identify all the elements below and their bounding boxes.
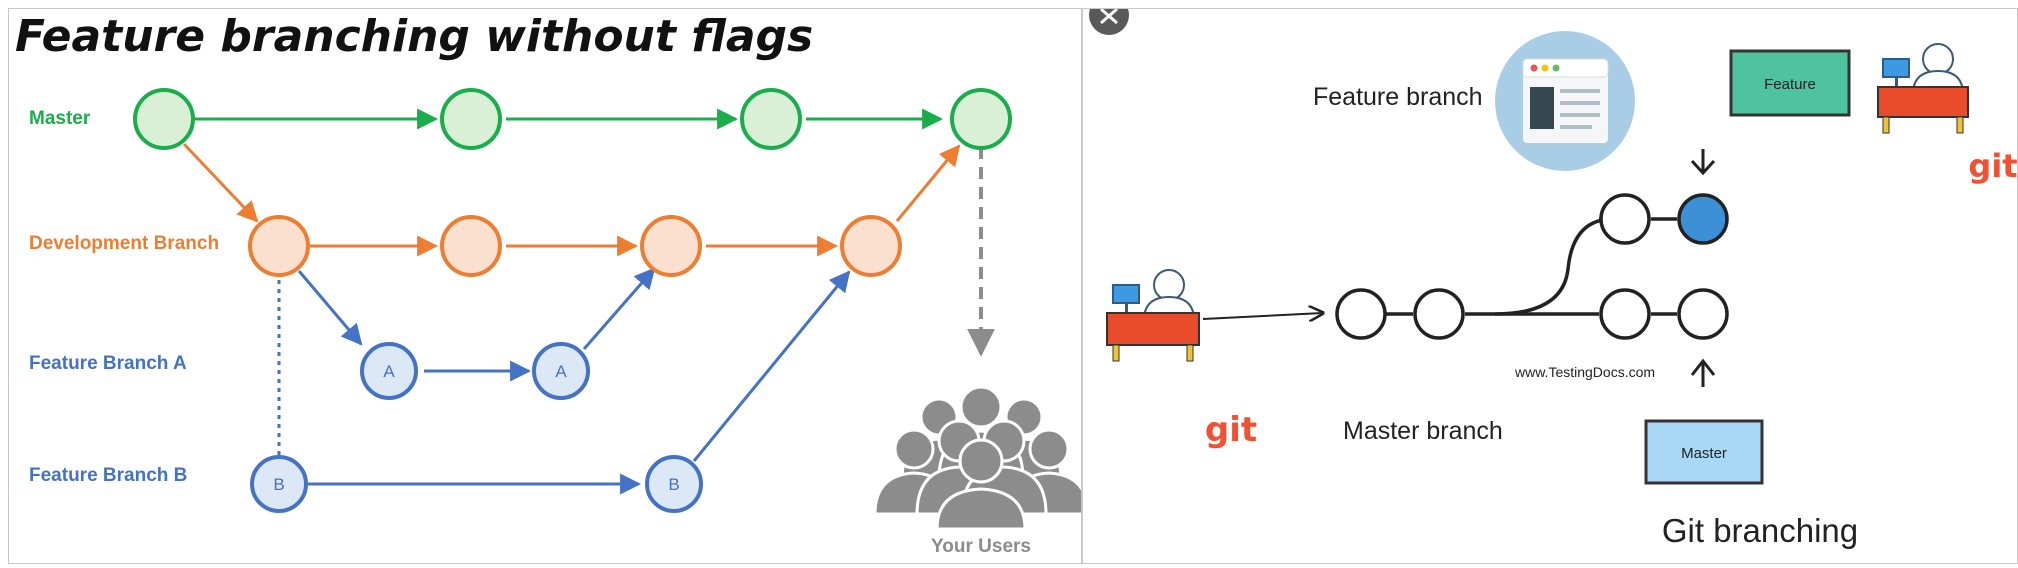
feature-head-node [1677,193,1729,245]
branch-off-arrow [182,142,259,223]
master-commit-node [1599,288,1651,340]
down-arrow-icon [1690,149,1716,176]
browser-window-icon [1495,31,1635,171]
watermark-text: www.TestingDocs.com [1514,364,1655,380]
git-graph-lines [1385,217,1677,316]
master-commit-node [133,88,195,150]
development-commit-node [640,215,702,277]
feature-a-branch-arrow [297,270,363,346]
master-commit-node [740,88,802,150]
master-commit-node [1413,288,1465,340]
development-commit-node [248,215,310,277]
development-commit-node [840,215,902,277]
master-box-label: Master [1681,445,1727,462]
git-logo-text: git [1205,410,1257,450]
feature-b-node-label: B [668,475,679,494]
development-branch-label: Development Branch [29,233,219,254]
feature-commit-node [1599,193,1651,245]
feature-b-commit-node [645,455,703,513]
feature-b-commit-node [250,455,308,513]
feature-a-commit-node [532,342,590,400]
master-branch-label: Master [29,108,91,129]
master-commit-node [440,88,502,150]
developer-to-repo-arrow [1202,313,1323,319]
master-branch-label: Master branch [1343,417,1503,445]
caption-text: Git branching [1662,512,1858,549]
right-diagram-panel: Feature branch Feature git [1082,8,2018,564]
feature-branch-b-label: Feature Branch B [29,465,187,486]
master-commit-node [1677,288,1729,340]
developer-desk-icon [1106,269,1200,362]
up-arrow-icon [1690,358,1716,387]
feature-branch-a-label: Feature Branch A [29,353,187,374]
development-commit-node [440,215,502,277]
close-icon[interactable] [1089,9,1129,35]
master-commit-node [950,88,1012,150]
git-branching-diagram: Feature branch Feature git [1089,9,2017,549]
left-diagram-panel: Feature branching without flags Master D… [8,8,1082,564]
users-label: Your Users [931,536,1031,557]
feature-branch-label: Feature branch [1313,83,1483,111]
git-logo-text: git [1968,147,2017,185]
feature-b-merge-arrow [692,270,851,462]
feature-box-label: Feature [1764,76,1816,93]
users-crowd-icon [873,385,1081,531]
master-box [1644,419,1764,485]
feature-a-node-label: A [555,362,567,381]
diagram-title: Feature branching without flags [15,11,813,62]
merge-to-master-arrow [895,144,961,222]
feature-a-node-label: A [383,362,395,381]
master-commit-node [1335,288,1387,340]
feature-branching-diagram: Feature branching without flags Master D… [15,11,1081,557]
feature-box [1729,49,1851,117]
feature-a-commit-node [360,342,418,400]
feature-a-merge-arrow [582,267,656,350]
developer-desk-icon [1877,43,1969,134]
feature-b-node-label: B [273,475,284,494]
